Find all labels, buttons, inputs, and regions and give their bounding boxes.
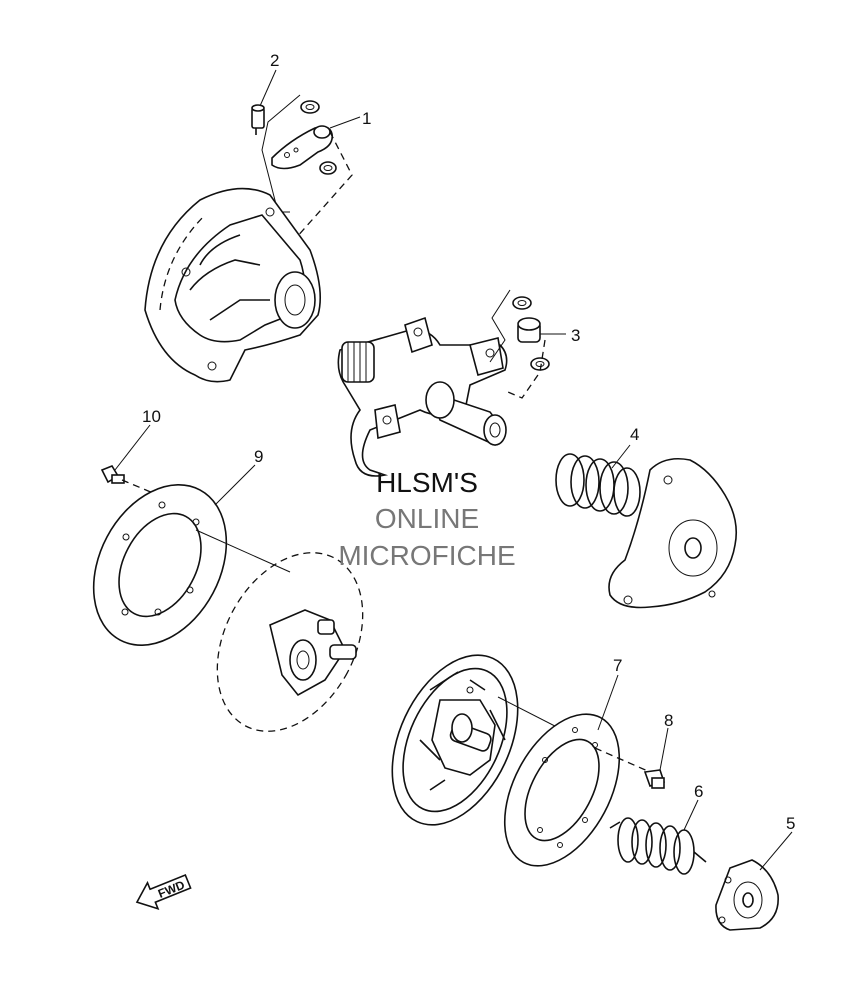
watermark-line-1: HLSM'S bbox=[376, 467, 478, 498]
part-4-spring[interactable] bbox=[555, 453, 641, 517]
part-10-bolt[interactable] bbox=[100, 465, 125, 484]
callout-6: 6 bbox=[694, 782, 703, 801]
fixed-sheave-housing[interactable] bbox=[144, 187, 322, 383]
callout-7: 7 bbox=[613, 656, 622, 675]
leader-8 bbox=[659, 727, 669, 771]
leader-7 bbox=[597, 674, 619, 731]
spring-cap[interactable] bbox=[608, 457, 738, 609]
watermark-line-3: MICROFICHE bbox=[338, 540, 515, 571]
callout-1: 1 bbox=[362, 109, 371, 128]
callout-4: 4 bbox=[630, 425, 639, 444]
callout-5: 5 bbox=[786, 814, 795, 833]
leader-6 bbox=[683, 799, 699, 831]
fwd-direction-arrow: FWD bbox=[135, 873, 192, 910]
fwd-label: FWD bbox=[156, 878, 187, 901]
part-7-plate[interactable] bbox=[481, 695, 643, 885]
shaft-thread bbox=[341, 341, 375, 383]
callout-10: 10 bbox=[142, 407, 161, 426]
part-8-bolt[interactable] bbox=[643, 769, 666, 789]
callout-9: 9 bbox=[254, 447, 263, 466]
secondary-sheave[interactable] bbox=[367, 635, 543, 845]
watermark-line-2: ONLINE bbox=[375, 503, 479, 534]
movable-sheave[interactable] bbox=[188, 528, 392, 757]
spider-shaft-assembly[interactable] bbox=[337, 316, 508, 477]
leader-5 bbox=[759, 831, 793, 871]
callout-2: 2 bbox=[270, 51, 279, 70]
part-2-bolt[interactable] bbox=[251, 104, 265, 135]
leader-9 bbox=[214, 464, 256, 506]
plate-7-path bbox=[594, 747, 651, 773]
callout-3: 3 bbox=[571, 326, 580, 345]
leader-lines-3 bbox=[489, 289, 566, 399]
part-6-spring[interactable] bbox=[609, 817, 707, 875]
part-1-weight-arm[interactable] bbox=[271, 100, 337, 175]
leader-4 bbox=[611, 444, 631, 469]
part-9-plate[interactable] bbox=[67, 462, 253, 668]
part-5-cam[interactable] bbox=[715, 859, 779, 931]
leader-10 bbox=[114, 424, 151, 471]
callout-8: 8 bbox=[664, 711, 673, 730]
